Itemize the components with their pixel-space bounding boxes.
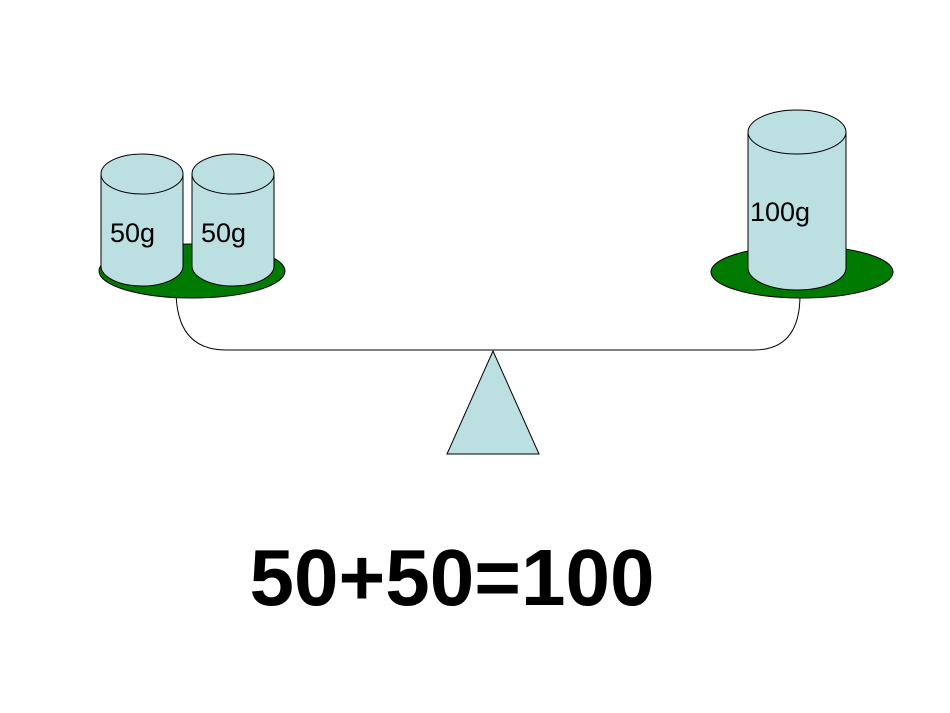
weight-cylinder-body <box>191 173 275 287</box>
weight-cylinder-top <box>100 153 184 195</box>
weight-label: 100g <box>750 197 810 227</box>
weight-100g: 100g <box>747 109 847 291</box>
equation-text: 50+50=100 <box>249 533 655 622</box>
weight-cylinder-body <box>747 131 847 291</box>
weight-50g-first: 50g <box>100 153 184 287</box>
weight-cylinder-top <box>191 153 275 195</box>
weight-cylinder-top <box>747 109 847 155</box>
fulcrum <box>446 349 540 455</box>
weight-label: 50g <box>110 218 155 248</box>
scale-beam <box>175 289 801 351</box>
weight-label: 50g <box>201 218 246 248</box>
weight-cylinder-body <box>100 173 184 287</box>
weight-50g-second: 50g <box>191 153 275 287</box>
